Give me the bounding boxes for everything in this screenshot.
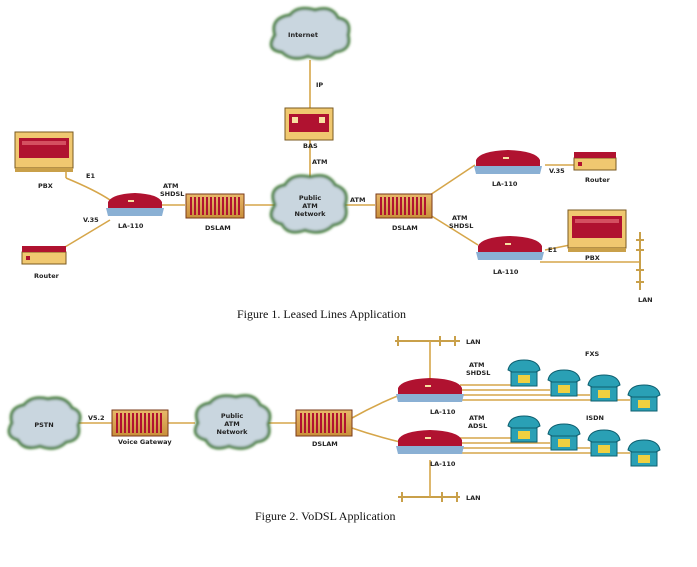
lan-bottom-label: LAN <box>466 494 481 502</box>
bas-device <box>284 107 334 141</box>
figure1-links <box>59 60 644 290</box>
phone-icon <box>507 359 541 387</box>
lan-label-fig1: LAN <box>638 296 653 304</box>
phone-icon <box>547 423 581 451</box>
atm-adsl-fig2-l2: ADSL <box>468 422 487 430</box>
cloud1-line1: Public <box>299 194 322 202</box>
la110-left-modem <box>106 193 164 216</box>
voice-gateway-label: Voice Gateway <box>118 438 172 446</box>
router-left-label: Router <box>34 272 60 280</box>
public-atm-network-cloud-1: Public ATM Network <box>269 174 348 234</box>
dslam-fig2-rack <box>295 409 353 437</box>
fxs-label: FXS <box>585 350 599 358</box>
la110-fig2-bottom-label: LA-110 <box>430 460 456 468</box>
atm-adsl-fig2-l1: ATM <box>469 414 484 422</box>
atm-mid-label: ATM <box>350 196 365 204</box>
v35-right-label: V.35 <box>549 167 565 175</box>
la110-left-label: LA-110 <box>118 222 144 230</box>
dslam-right-rack <box>375 193 433 219</box>
pbx-left-label: PBX <box>38 182 53 190</box>
atm-shdsl-left-l2: SHDSL <box>160 190 184 198</box>
atm-shdsl-left-l1: ATM <box>163 182 178 190</box>
la110-bottom-right-label: LA-110 <box>493 268 519 276</box>
bas-label: BAS <box>303 142 318 150</box>
public-atm-network-cloud-2: Public ATM Network <box>193 394 272 450</box>
internet-label: Internet <box>288 31 318 39</box>
dslam-right-label: DSLAM <box>392 224 418 232</box>
la110-fig2-top-label: LA-110 <box>430 408 456 416</box>
pbx-right-device <box>567 209 627 252</box>
fxs-phones <box>507 359 661 412</box>
cloud2-line3: Network <box>217 428 249 436</box>
atm-top-label: ATM <box>312 158 327 166</box>
ip-label: IP <box>316 81 323 89</box>
figure-2: PSTN V5.2 Voice Gateway Public ATM Netwo… <box>7 336 661 523</box>
figure2-caption: Figure 2. VoDSL Application <box>255 509 395 523</box>
dslam-left-rack <box>185 193 245 219</box>
v52-label: V5.2 <box>88 414 105 422</box>
la110-top-right-label: LA-110 <box>492 180 518 188</box>
figure1-caption: Figure 1. Leased Lines Application <box>237 307 406 321</box>
cloud2-line2: ATM <box>224 420 239 428</box>
la110-top-right-modem <box>474 150 542 174</box>
la110-fig2-bottom-modem <box>396 430 464 454</box>
atm-shdsl-right-l2: SHDSL <box>449 222 473 230</box>
la110-bottom-right-modem <box>476 236 544 260</box>
v35-left-label: V.35 <box>83 216 99 224</box>
cloud1-line3: Network <box>295 210 327 218</box>
router-right-label: Router <box>585 176 611 184</box>
dslam-left-label: DSLAM <box>205 224 231 232</box>
la110-fig2-top-modem <box>396 378 464 402</box>
e1-left-label: E1 <box>86 172 95 180</box>
router-right-device <box>573 152 617 171</box>
atm-shdsl-right-l1: ATM <box>452 214 467 222</box>
router-left-device <box>21 246 67 265</box>
atm-shdsl-fig2-l1: ATM <box>469 361 484 369</box>
isdn-phones <box>507 415 661 467</box>
cloud1-line2: ATM <box>302 202 317 210</box>
pbx-right-label: PBX <box>585 254 600 262</box>
phone-icon <box>587 374 621 402</box>
cloud2-line1: Public <box>221 412 244 420</box>
atm-shdsl-fig2-l2: SHDSL <box>466 369 490 377</box>
phone-icon <box>627 439 661 467</box>
phone-icon <box>507 415 541 443</box>
e1-right-label: E1 <box>548 246 557 254</box>
pbx-left-device <box>14 131 74 172</box>
phone-icon <box>587 429 621 457</box>
dslam-fig2-label: DSLAM <box>312 440 338 448</box>
internet-cloud: Internet <box>269 6 351 60</box>
figure-1: Internet IP BAS ATM Public ATM Network P… <box>14 6 653 321</box>
phone-icon <box>627 384 661 412</box>
lan-top-label: LAN <box>466 338 481 346</box>
voice-gateway-rack <box>111 409 169 437</box>
phone-icon <box>547 369 581 397</box>
pstn-cloud: PSTN <box>7 396 82 450</box>
pstn-label: PSTN <box>34 421 53 429</box>
isdn-label: ISDN <box>586 414 604 422</box>
